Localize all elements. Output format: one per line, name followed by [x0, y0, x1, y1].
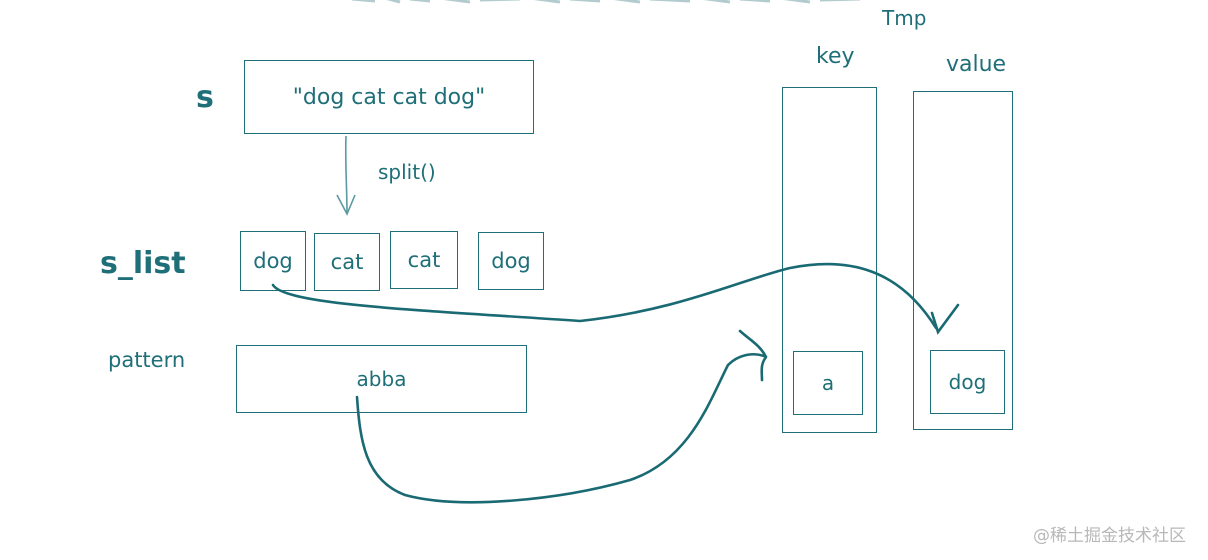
s-list-label: s_list [100, 246, 186, 281]
key-column-label: key [816, 44, 855, 69]
s-list-item-text: cat [330, 250, 364, 274]
value-column-label: value [946, 52, 1007, 77]
key-entry-text: a [821, 371, 835, 395]
s-label: s [196, 80, 214, 115]
s-list-item-text: cat [407, 248, 441, 272]
watermark-text: @稀土掘金技术社区 [1033, 526, 1186, 546]
s-list-item: cat [314, 233, 380, 291]
s-string-box: "dog cat cat dog" [244, 60, 534, 134]
s-list-item: dog [478, 232, 544, 290]
s-list-item-text: dog [253, 249, 293, 273]
s-list-item: cat [390, 231, 458, 289]
value-entry-box: dog [930, 350, 1005, 414]
tmp-label: Tmp [882, 6, 927, 30]
key-column [782, 87, 877, 433]
pattern-to-key-arrow [355, 329, 768, 504]
s-list-item: dog [240, 231, 306, 291]
pattern-label: pattern [108, 348, 186, 372]
dog-to-value-arrow [271, 262, 960, 335]
key-entry-box: a [793, 351, 863, 415]
value-entry-text: dog [948, 370, 987, 394]
s-string-value: "dog cat cat dog" [292, 84, 486, 110]
split-arrow [336, 135, 356, 216]
pattern-value: abba [356, 367, 407, 391]
value-column [913, 91, 1013, 430]
split-label: split() [378, 160, 436, 184]
s-list-item-text: dog [491, 249, 531, 273]
pattern-box: abba [236, 345, 527, 413]
